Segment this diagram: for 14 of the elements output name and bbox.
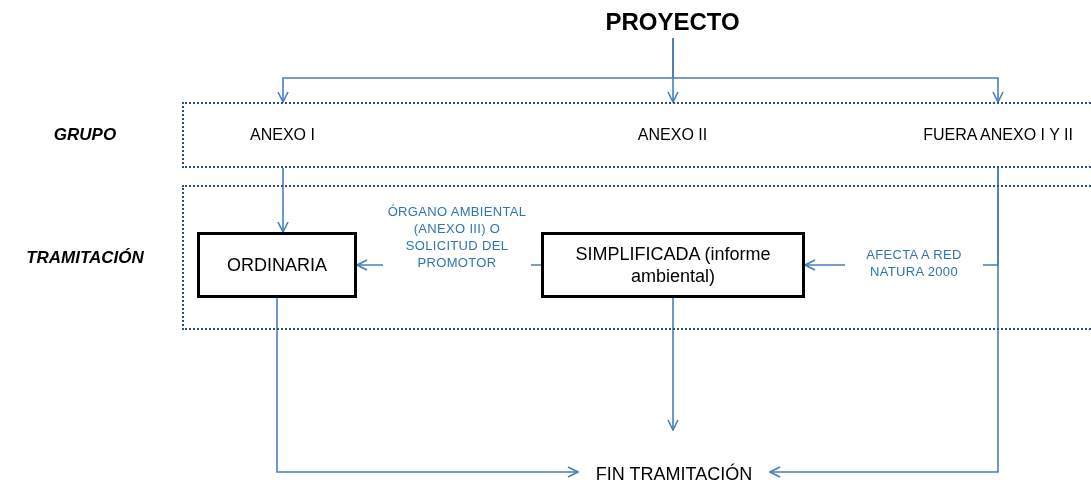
node-label: FIN TRAMITACIÓN <box>595 462 753 485</box>
band-heading: TRAMITACIÓN <box>26 246 144 269</box>
node-label: FUERA ANEXO I Y II <box>923 125 1073 145</box>
node-label: ANEXO II <box>637 125 708 145</box>
node-label: ANEXO I <box>250 125 315 145</box>
process-box: ORDINARIA <box>197 232 357 298</box>
process-box: SIMPLIFICADA (informe ambiental) <box>541 232 805 298</box>
arrow <box>667 297 679 431</box>
arrow <box>672 37 1004 103</box>
arrow <box>769 167 999 478</box>
title-text: PROYECTO <box>605 7 740 37</box>
band-heading: GRUPO <box>53 124 117 147</box>
arrow <box>276 297 579 478</box>
arrow <box>277 167 289 233</box>
